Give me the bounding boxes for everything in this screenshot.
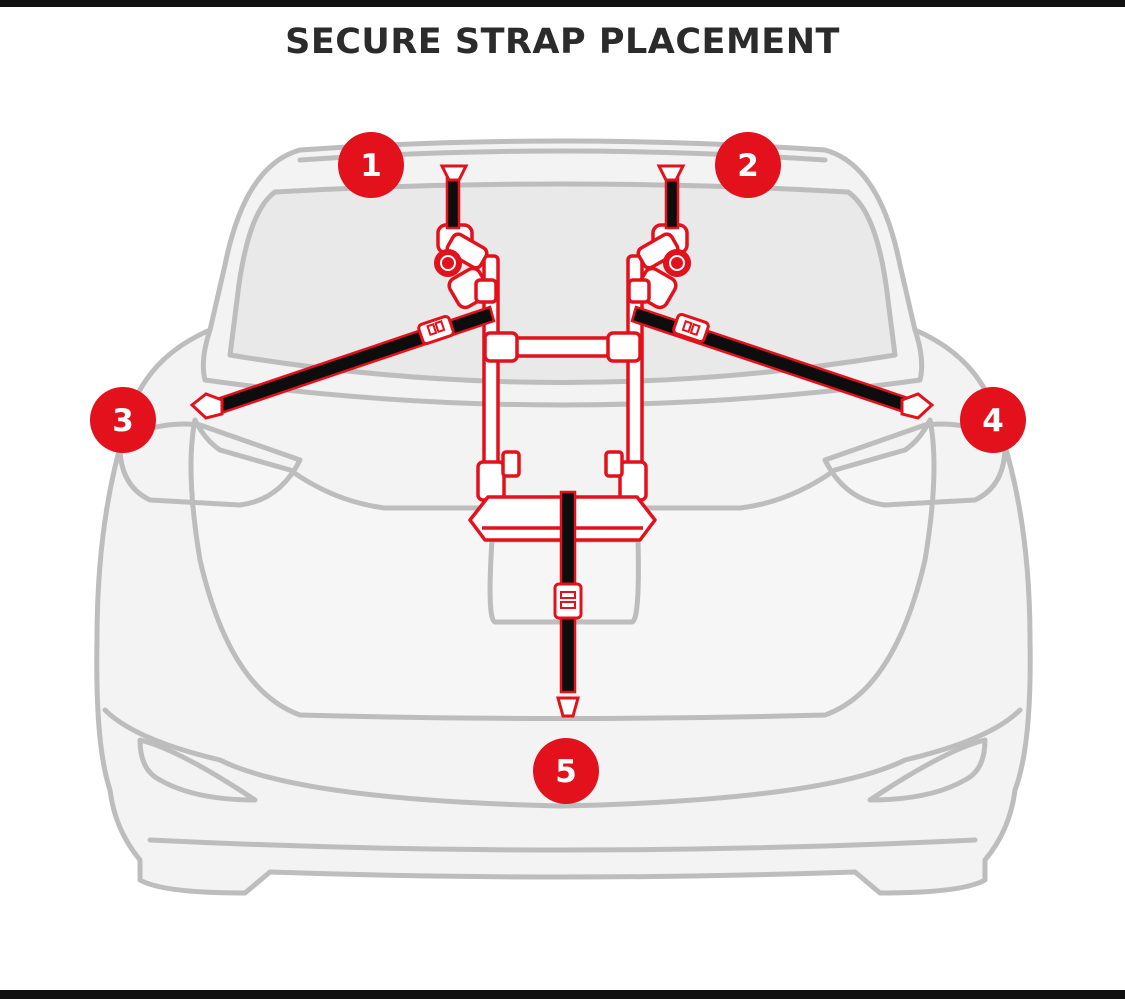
strap-1 (439, 164, 469, 230)
left-tail-light (117, 421, 303, 508)
badge-2-number: 2 (737, 148, 759, 184)
badge-3: 3 (90, 387, 156, 453)
badge-3-number: 3 (112, 403, 134, 439)
right-reflector (867, 737, 988, 803)
strap-1-hook (439, 164, 469, 182)
bike-rack (436, 223, 689, 542)
top-border (0, 0, 1125, 7)
badge-4: 4 (960, 387, 1026, 453)
bumper-lower-line (147, 837, 978, 853)
badge-5-number: 5 (555, 754, 577, 790)
diagram-title: SECURE STRAP PLACEMENT (285, 22, 840, 62)
badge-5: 5 (533, 738, 599, 804)
strap-3 (189, 305, 496, 420)
strap-5-hook (556, 696, 580, 718)
bottom-border (0, 990, 1125, 999)
strap-3-hook (189, 392, 224, 420)
badge-1: 1 (338, 132, 404, 198)
license-plate-recess (487, 537, 641, 625)
strap-4-buckle (672, 312, 710, 344)
tailgate-upper (200, 327, 925, 408)
strap-2 (656, 164, 686, 230)
badge-1-number: 1 (360, 148, 382, 184)
strap-5 (553, 490, 583, 718)
rear-window (227, 181, 898, 385)
strap-4 (630, 305, 935, 420)
strap-2-hook (656, 164, 686, 182)
rear-bumper (102, 707, 1023, 809)
straps (189, 164, 935, 718)
strap-4-hook (900, 392, 935, 420)
badge-2: 2 (715, 132, 781, 198)
rack-knobs (434, 249, 691, 277)
badge-4-number: 4 (982, 403, 1004, 439)
left-reflector (137, 737, 258, 803)
